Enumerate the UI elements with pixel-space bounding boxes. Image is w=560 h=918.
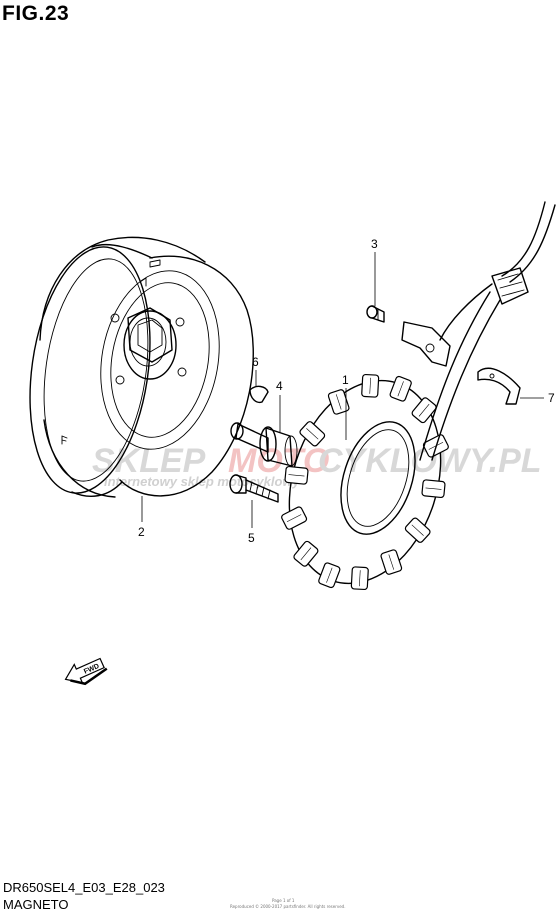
stator-coil-winding	[369, 377, 371, 394]
callout-3: 3	[371, 237, 378, 251]
callout-labels: 1 2 3 4 5 6 7	[138, 237, 555, 545]
callout-4: 4	[276, 379, 283, 393]
callout-2: 2	[138, 525, 145, 539]
clamp-part	[477, 367, 521, 405]
callout-1: 1	[342, 373, 349, 387]
stator-coil-winding	[388, 554, 395, 570]
callout-5: 5	[248, 531, 255, 545]
stator-coil-winding	[359, 570, 361, 587]
forward-direction-arrow: FWD	[64, 657, 108, 686]
rotor-flywheel	[29, 236, 254, 498]
footer-small-print-1: Page 1 of 1	[272, 898, 295, 903]
stator-coil	[281, 373, 449, 591]
watermark: SKLEP MOTO CYKLOWY.PL internetowy sklep …	[92, 442, 542, 489]
figure-title: FIG.23	[2, 2, 70, 25]
callout-7: 7	[548, 391, 555, 405]
stator-coil-winding	[425, 487, 442, 490]
bolt-part	[229, 474, 279, 503]
stator-coil-winding	[288, 474, 305, 477]
footer-small-print-2: Reproduced © 2000-2017 partsfinder. All …	[230, 904, 346, 909]
callout-6: 6	[252, 355, 259, 369]
pickup-coil-bracket	[401, 321, 451, 367]
stator-coil-winding	[326, 567, 333, 583]
wire-harness	[419, 201, 556, 461]
watermark-brand-suffix: MOTO	[228, 442, 329, 480]
stator-coil-winding	[306, 428, 319, 440]
model-code: DR650SEL4_E03_E28_023	[3, 880, 165, 895]
stator-coil-winding	[397, 381, 404, 397]
stator-coil-winding	[418, 403, 430, 417]
section-name: MAGNETO	[3, 897, 69, 912]
stator-coil-winding	[286, 514, 302, 522]
key-part	[249, 385, 269, 404]
leader-lines	[141, 252, 544, 528]
stator-coil-winding	[411, 524, 424, 536]
starter-idle-gear-shaft	[230, 422, 298, 467]
screw-part	[366, 305, 385, 323]
stator-coil-winding	[300, 547, 312, 561]
stator-coil-winding	[335, 394, 342, 410]
